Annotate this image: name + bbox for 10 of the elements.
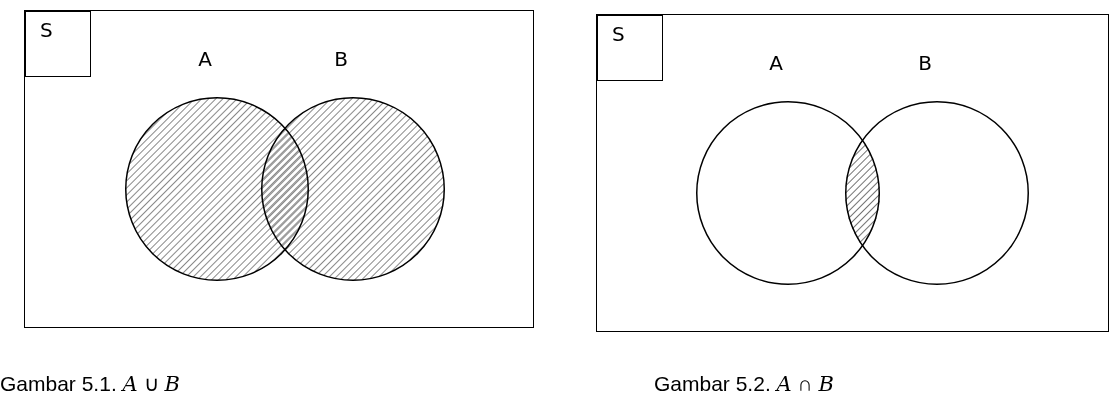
set-name: A	[768, 51, 784, 75]
universal-set-rectangle	[24, 10, 534, 328]
figure-caption: Gambar 5.1. A ∪ B	[0, 372, 180, 396]
universal-set-label: S	[597, 15, 663, 81]
universal-set-label: S	[25, 11, 91, 77]
set-name: A	[197, 47, 213, 71]
figure-caption: Gambar 5.2. A ∩ B	[654, 372, 834, 396]
universal-set-rectangle	[596, 14, 1109, 332]
set-name: B	[333, 47, 349, 71]
set-name: B	[917, 51, 933, 75]
